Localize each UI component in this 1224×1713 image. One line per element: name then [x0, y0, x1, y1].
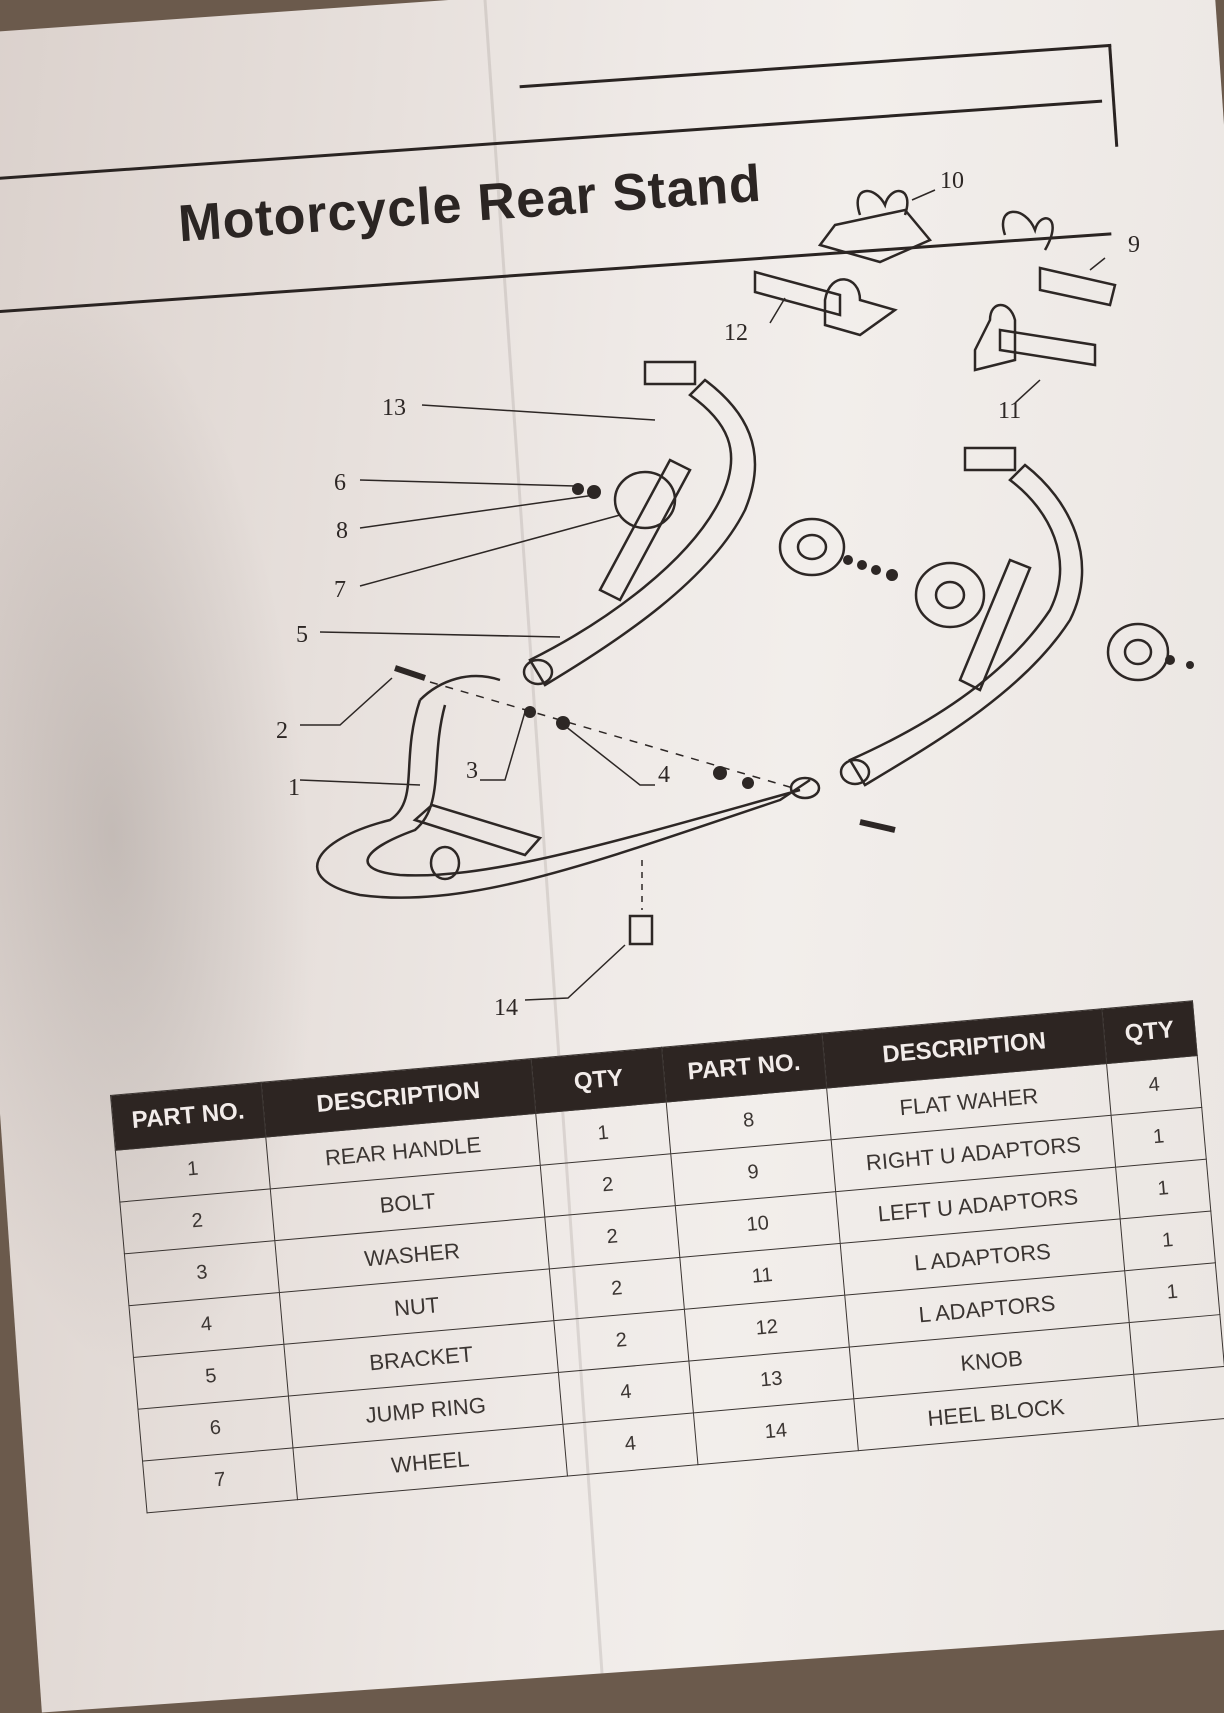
callout-3: 3 [466, 758, 478, 784]
callout-7: 7 [334, 577, 346, 603]
qty-cell: 1 [1111, 1107, 1207, 1168]
wheel-part [1106, 622, 1170, 682]
callout-13: 13 [382, 395, 406, 421]
exploded-diagram: 1 2 3 4 5 6 7 8 9 10 11 12 13 14 [276, 168, 1194, 1021]
qty-cell: 4 [1106, 1055, 1202, 1116]
wheel-part [914, 561, 986, 629]
qty-cell: 4 [562, 1412, 698, 1477]
header-qty-2: QTY [1101, 1000, 1198, 1064]
callout-5: 5 [296, 622, 308, 648]
callout-9: 9 [1128, 232, 1140, 258]
callout-10: 10 [940, 168, 964, 194]
bracket-left-part [528, 378, 757, 687]
qty-cell: 1 [1120, 1211, 1216, 1271]
callout-11: 11 [998, 398, 1021, 424]
callout-4: 4 [658, 762, 670, 788]
qty-cell: 1 [1124, 1262, 1220, 1323]
l-adaptor-part [753, 270, 842, 317]
callout-12: 12 [724, 320, 748, 346]
rear-handle-part [316, 699, 811, 899]
callout-8: 8 [336, 518, 348, 544]
callout-1: 1 [288, 775, 300, 801]
qty-cell [1133, 1366, 1224, 1427]
wheel-part [778, 517, 846, 577]
u-adaptor-left-part [817, 208, 933, 264]
qty-cell: 1 [1115, 1159, 1211, 1219]
callout-14: 14 [494, 995, 518, 1021]
u-adaptor-right-part [1038, 266, 1117, 307]
bracket-right-part [848, 463, 1084, 787]
callout-6: 6 [334, 470, 346, 496]
qty-cell [1129, 1314, 1224, 1375]
l-adaptor-part-2 [998, 328, 1097, 367]
callout-2: 2 [276, 718, 288, 744]
